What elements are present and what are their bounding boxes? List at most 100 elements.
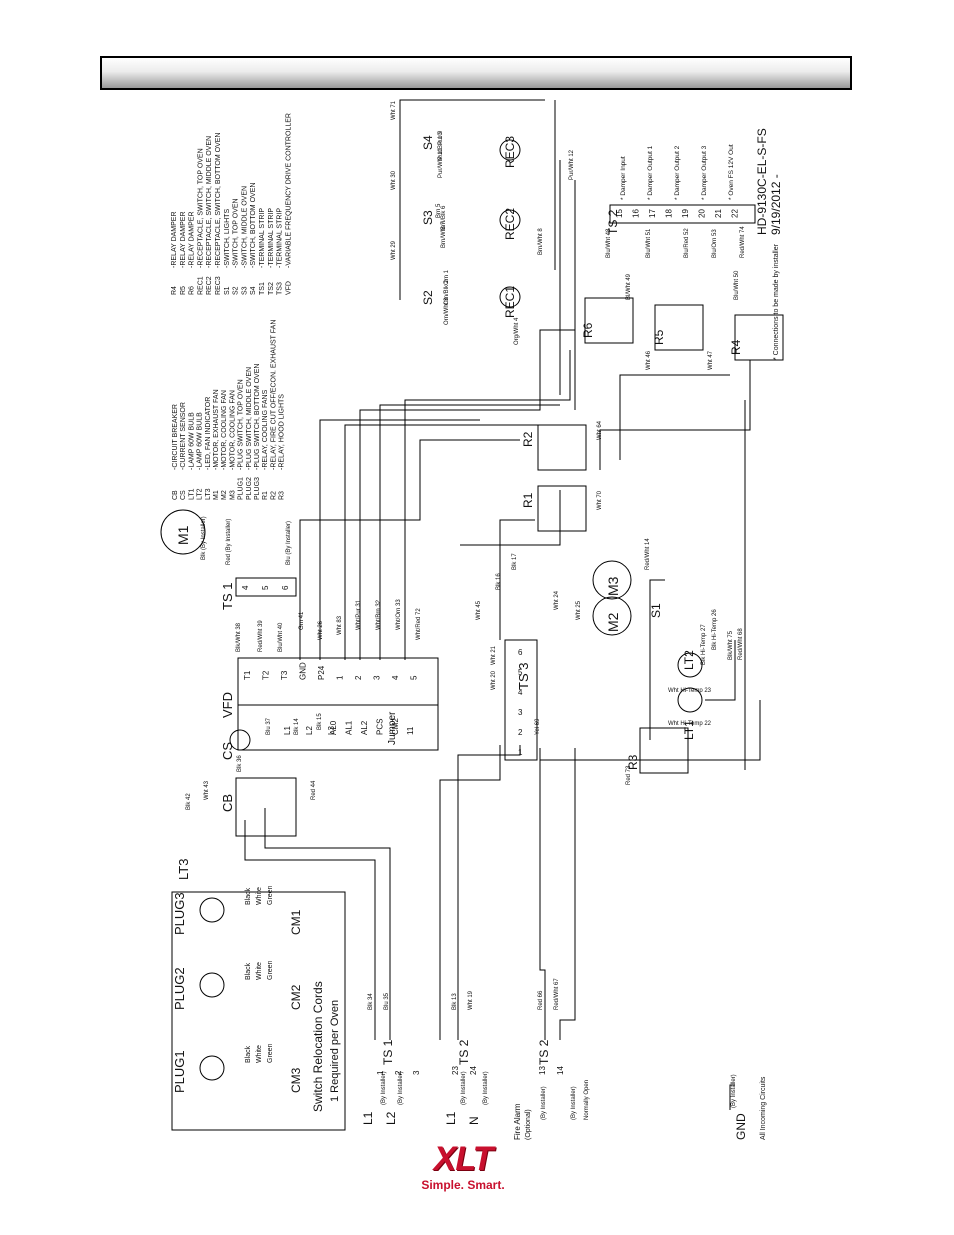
legend-code: S1	[224, 286, 231, 295]
ts1-top-terminal: 4	[241, 585, 250, 590]
legend-desc: -TERMINAL STRIP	[259, 208, 266, 268]
plug-connector-icon	[199, 897, 225, 923]
component-vfd: VFD	[220, 692, 235, 718]
fire-alarm-optional: (Optional)	[525, 1109, 532, 1140]
wire-label-blk13: Blk 13	[452, 993, 458, 1010]
wire-label-blk36: Blk 36	[237, 755, 243, 772]
wire-label-wht30: Wht 30	[391, 170, 397, 190]
vfd-left-terminal: PCS	[375, 719, 384, 735]
wire-label-bluwht49: Bl/Wht 49	[626, 273, 632, 300]
ts1-terminal: 2	[394, 1070, 403, 1075]
gnd-installer: (By Installer)	[731, 1074, 737, 1108]
legend-desc: -MOTOR, COOLING FAN	[229, 390, 236, 470]
by-installer-1: (By Installer)	[398, 1071, 404, 1105]
wire-label-blk15: Blk 15	[317, 713, 323, 730]
ts1-top-terminal: 6	[281, 585, 290, 590]
legend-desc: -TERMINAL STRIP	[268, 208, 275, 268]
fire-alarm-installer: (By Installer)	[541, 1086, 547, 1120]
relocation-wire: White	[256, 887, 263, 905]
wire-label-ornblk2: Orn/Blk 2	[444, 279, 450, 305]
relocation-wire: Black	[245, 962, 252, 980]
legend-desc: -RECEPTACLE, SWITCH, BOTTOM OVEN	[215, 133, 222, 268]
vfd-left-terminal: AL0	[329, 720, 338, 735]
legend-desc: -RELAY, FIRE CUT OFF/ECON. EXHAUST FAN	[270, 320, 277, 470]
vfd-right-terminal: 2	[354, 675, 363, 680]
vfd-left-terminal: L2	[305, 726, 314, 735]
wire-label-whthi22: Wht Hi-Temp 22	[668, 721, 712, 727]
component-ts3: TS 3	[516, 663, 531, 690]
component-ts2-left: TS 2	[457, 1039, 471, 1065]
wire-label-blured52: Blu/Red 52	[684, 228, 690, 258]
input-gnd: GND	[734, 1113, 748, 1140]
wire-label-whtbrn32: Wht/Brn 32	[376, 599, 382, 630]
wire-label-brnwht8: Brn/Wht 8	[538, 228, 544, 255]
wire-label-wht26: Wht 26	[318, 620, 324, 640]
ts2-terminal: 24	[469, 1066, 478, 1075]
legend-code: M2	[221, 490, 228, 500]
wire-label-grn41: Grn 41	[299, 611, 305, 630]
wire-label-blk42: Blk 42	[186, 793, 192, 810]
legend-desc: -SWITCH, TOP OVEN	[233, 198, 240, 268]
legend-code: REC2	[206, 276, 213, 295]
legend-code: CS	[180, 490, 187, 500]
drawing-date: 9/19/2012 -	[769, 174, 783, 235]
component-jumper: Jumper	[387, 711, 398, 745]
component-cs: CS	[220, 742, 235, 760]
relocation-wire: White	[256, 1045, 263, 1063]
vfd-right-terminal: T3	[280, 670, 289, 680]
wire-label-blkhi27: Blk Hi-Temp 27	[701, 624, 707, 665]
ts2-right-terminal: 15	[615, 209, 624, 218]
logo-tagline: Simple. Smart.	[421, 1178, 505, 1192]
input-l1: L1	[361, 1111, 375, 1125]
wire-label-redwht74: Red/Wht 74	[740, 226, 746, 258]
plug-connector-icon	[199, 972, 225, 998]
component-s1: S1	[649, 603, 663, 618]
vfd-left-terminal: AL1	[345, 720, 354, 735]
input-l1-b: L1	[444, 1111, 458, 1125]
wire-label-wht24: Wht 24	[554, 590, 560, 610]
relocation-cm-3: CM1	[289, 909, 303, 935]
component-lt2: LT2	[682, 650, 696, 670]
wire-label-ornwht3: Orn/Wht 3	[444, 297, 450, 325]
legend-code: PLUG1	[238, 477, 245, 500]
wire-label-brn5: Brn 5	[436, 203, 442, 218]
relocation-wire: Green	[267, 885, 274, 905]
component-rec2: REC2	[503, 208, 517, 240]
wire-label-blu35: Blu 35	[384, 992, 390, 1010]
wiring-lines	[160, 99, 784, 1110]
ts3-terminal: 3	[518, 708, 523, 717]
legend-desc: -LAMP 60W BULB	[197, 412, 204, 470]
component-lt3: LT3	[176, 859, 191, 880]
wire-label-bluwht48: Blu/Wht 48	[606, 228, 612, 258]
legend-desc: -RECEPTACLE, SWITCH, MIDDLE OVEN	[206, 136, 213, 268]
component-s3: S3	[421, 210, 435, 225]
ts2-terminal: 23	[451, 1066, 460, 1075]
legend-desc: -PLUG SWITCH, BOTTOM OVEN	[254, 364, 261, 470]
legend-code: M1	[213, 490, 220, 500]
component-lt1: LT1	[682, 720, 696, 740]
legend-code: PLUG3	[254, 477, 261, 500]
vfd-right-terminal: GND	[299, 662, 308, 680]
header-bar	[100, 56, 852, 90]
legend-code: R1	[262, 491, 269, 500]
by-installer-3: (By Installer)	[483, 1071, 489, 1105]
legend-desc: -RELAY DAMPER	[180, 211, 187, 268]
legend-desc: -VARIABLE FREQUENCY DRIVE CONTROLLER	[285, 113, 292, 268]
legend-code: REC3	[215, 276, 222, 295]
by-installer-2: (By Installer)	[461, 1071, 467, 1105]
relocation-title: Switch Relocation Cords	[311, 981, 325, 1112]
xlt-logo: XLT Simple. Smart.	[398, 1142, 528, 1192]
component-cb: CB	[220, 794, 235, 812]
legend-code: VFD	[285, 281, 292, 295]
ts2-right-label: * Damper Output 3	[701, 145, 708, 200]
wire-label-blk14: Blk 14	[294, 718, 300, 735]
wire-label-wht19: Wht 19	[468, 990, 474, 1010]
vfd-right-terminal: P24	[317, 665, 326, 680]
legend-desc: -RELAY, COOLING FANS	[262, 389, 269, 470]
fire-alarm-label: Fire Alarm	[513, 1103, 522, 1140]
wire-label-redwht67: Red/Wht 67	[554, 978, 560, 1010]
ts2-right-terminal: 17	[648, 209, 657, 218]
relocation-wire: Green	[267, 960, 274, 980]
component-r2: R2	[521, 431, 535, 447]
